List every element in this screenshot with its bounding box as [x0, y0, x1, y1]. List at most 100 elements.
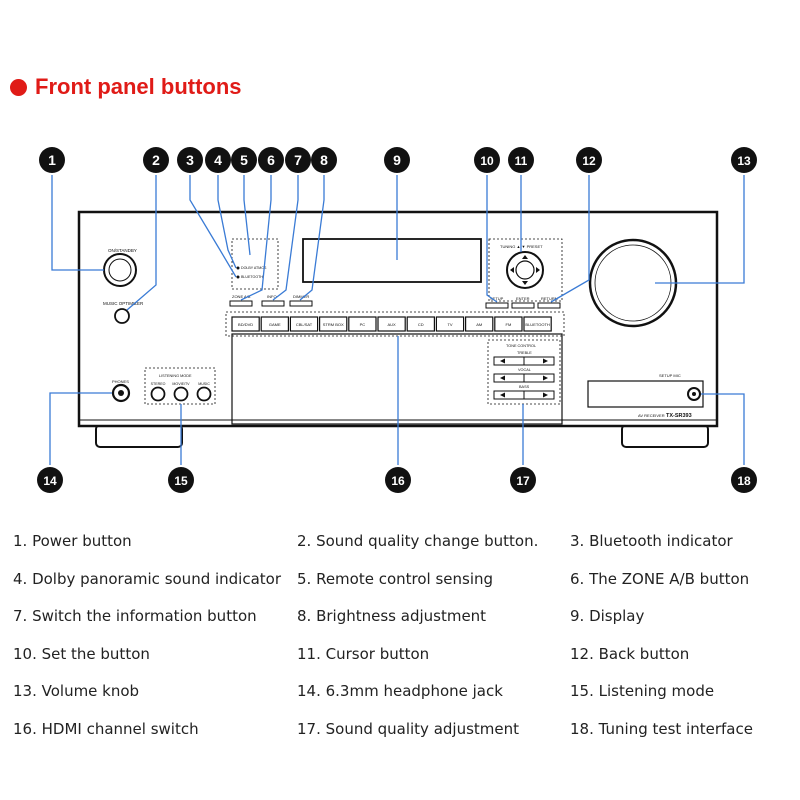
power-button-inner: [108, 258, 132, 282]
return-label: RETURN: [541, 296, 558, 301]
input-button-0[interactable]: [231, 316, 260, 332]
input-button-6[interactable]: [406, 316, 436, 332]
callout-number-1: 1: [48, 152, 56, 168]
callout-badge-8: [311, 147, 337, 173]
power-label: ON/STANDBY: [108, 248, 137, 253]
setup-mic-label: SETUP MIC: [659, 373, 681, 378]
cursor-right-icon: [536, 267, 540, 273]
callout-number-12: 12: [582, 154, 596, 168]
input-button-label-0: BD/DVD: [238, 322, 253, 327]
legend-item-4: 4. Dolby panoramic sound indicator: [13, 570, 282, 588]
legend-item-1: 1. Power button: [13, 532, 132, 550]
leader-line-13: [655, 175, 745, 284]
callout-badge-13: [731, 147, 757, 173]
callout-badge-10: [474, 147, 500, 173]
input-button-9[interactable]: [494, 316, 523, 332]
legend-item-6: 6. The ZONE A/B button: [570, 570, 750, 588]
input-button-label-10: BLUETOOTH: [525, 322, 549, 327]
callout-number-6: 6: [267, 152, 275, 168]
music-optimizer-button[interactable]: [114, 308, 130, 324]
dimmer-button[interactable]: [289, 300, 313, 307]
callout-number-14: 14: [43, 474, 57, 488]
leader-line-6: [240, 175, 272, 301]
music-optimizer-label: MUSIC OPTIMIZER: [103, 301, 144, 306]
tone-up-icon-2[interactable]: [543, 392, 548, 398]
callout-badge-12: [576, 147, 602, 173]
legend-item-15: 15. Listening mode: [570, 682, 715, 700]
right-foot: [621, 424, 709, 448]
input-button-label-8: AM: [476, 322, 482, 327]
input-button-7[interactable]: [435, 316, 465, 332]
enter-small-button[interactable]: [511, 302, 535, 309]
input-button-label-2: CBL/SAT: [296, 322, 313, 327]
vocal-label: VOCAL: [518, 368, 531, 372]
cursor-down-icon: [522, 281, 528, 285]
input-button-4[interactable]: [348, 316, 377, 332]
tone-down-icon-0[interactable]: [500, 358, 505, 364]
zone-button[interactable]: [229, 300, 253, 307]
cursor-area: [488, 238, 563, 302]
input-button-8[interactable]: [465, 316, 494, 332]
setup-mic-panel: [587, 380, 704, 408]
legend-item-14: 14. 6.3mm headphone jack: [297, 682, 503, 700]
tone-down-icon-1[interactable]: [500, 375, 505, 381]
leader-line-10: [486, 175, 498, 303]
legend-item-12: 12. Back button: [570, 645, 690, 663]
leader-line-1: [51, 175, 104, 271]
callout-badge-15: [168, 467, 194, 493]
input-button-label-5: AUX: [387, 322, 396, 327]
input-button-1[interactable]: [260, 316, 290, 332]
legend-item-8: 8. Brightness adjustment: [297, 607, 487, 625]
title-text: Front panel buttons: [35, 74, 242, 99]
legend-item-13: 13. Volume knob: [13, 682, 140, 700]
callout-badge-2: [143, 147, 169, 173]
callout-number-10: 10: [480, 154, 494, 168]
listening-mode-label: LISTENING MODE: [159, 374, 192, 378]
info-button[interactable]: [261, 300, 285, 307]
tone-up-icon-0[interactable]: [543, 358, 548, 364]
mode-button-label-2: MUSIC: [198, 382, 210, 386]
tone-up-icon-1[interactable]: [543, 375, 548, 381]
callout-number-4: 4: [214, 152, 222, 168]
input-button-label-6: CD: [418, 322, 424, 327]
tone-control-area: [487, 339, 561, 405]
phones-label: PHONES: [112, 379, 129, 384]
dimmer-label: DIMMER: [293, 294, 309, 299]
callout-badge-7: [285, 147, 311, 173]
input-button-5[interactable]: [377, 316, 406, 332]
callout-badge-1: [39, 147, 65, 173]
tone-down-icon-2[interactable]: [500, 392, 505, 398]
mode-button-2[interactable]: [196, 386, 212, 402]
mode-button-1[interactable]: [173, 386, 189, 402]
bluetooth-indicator: [236, 275, 240, 279]
legend-item-3: 3. Bluetooth indicator: [570, 532, 733, 550]
legend-item-9: 9. Display: [570, 607, 645, 625]
callout-number-16: 16: [391, 474, 405, 488]
callout-badge-18: [731, 467, 757, 493]
leader-line-2: [126, 175, 157, 311]
legend-item-17: 17. Sound quality adjustment: [297, 720, 520, 738]
mode-button-0[interactable]: [150, 386, 166, 402]
callout-number-8: 8: [320, 152, 328, 168]
input-button-label-9: FM: [506, 322, 512, 327]
model-name: TX-SR393: [666, 413, 692, 419]
callout-badge-11: [508, 147, 534, 173]
left-foot: [95, 424, 183, 448]
input-row-frame: [225, 311, 565, 337]
input-button-10[interactable]: [523, 316, 552, 332]
legend-item-11: 11. Cursor button: [297, 645, 430, 663]
leader-line-7: [272, 175, 299, 301]
enter-button[interactable]: [515, 260, 535, 280]
leader-line-3: [189, 175, 237, 278]
input-button-label-3: STRM BOX: [323, 322, 344, 327]
input-button-2[interactable]: [289, 316, 319, 332]
callout-number-11: 11: [515, 154, 528, 168]
legend-item-5: 5. Remote control sensing: [297, 570, 494, 588]
setup-button[interactable]: [485, 302, 509, 309]
return-button[interactable]: [537, 302, 561, 309]
callout-number-13: 13: [737, 154, 751, 168]
input-button-label-7: TV: [447, 322, 452, 327]
input-button-3[interactable]: [319, 316, 348, 332]
